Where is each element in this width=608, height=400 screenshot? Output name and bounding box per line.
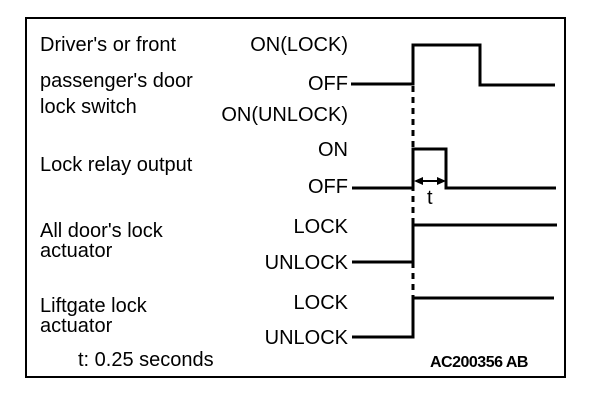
signal-3-state-unlock: UNLOCK [264, 252, 348, 274]
pulse-width-arrow [414, 177, 446, 185]
signal-4-state-lock: LOCK [293, 292, 348, 314]
signal-2-waveform [352, 147, 556, 190]
signal-4-name-line-2: actuator [40, 315, 113, 337]
signal-4-waveform [352, 296, 554, 339]
arrowhead-right [437, 177, 446, 185]
signal-1-waveform [351, 43, 555, 87]
signal-4-state-unlock: UNLOCK [264, 327, 348, 349]
signal-3-waveform [352, 223, 557, 264]
signal-3-state-lock: LOCK [293, 216, 348, 238]
signal-1-state-off: OFF [308, 73, 348, 95]
arrowhead-left [414, 177, 423, 185]
signal-3-name-line-1: All door's lock [40, 220, 163, 242]
signal-1-name-line-1: Driver's or front [40, 34, 177, 56]
signal-1-state-on-lock: ON(LOCK) [250, 34, 348, 56]
signal-3-name-line-2: actuator [40, 240, 113, 262]
signal-4-name-line-1: Liftgate lock [40, 295, 147, 317]
signal-2-state-off: OFF [308, 176, 348, 198]
diagram-frame [25, 17, 566, 378]
figure-id: AC200356 AB [430, 354, 528, 371]
pulse-width-label: t [427, 187, 433, 209]
signal-2-name: Lock relay output [40, 154, 193, 176]
signal-2-state-on: ON [318, 139, 348, 161]
signal-1-name-line-3: lock switch [40, 96, 137, 118]
duration-note: t: 0.25 seconds [78, 349, 214, 371]
signal-1-state-on-unlock: ON(UNLOCK) [221, 104, 348, 126]
signal-1-name-line-2: passenger's door [40, 70, 193, 92]
